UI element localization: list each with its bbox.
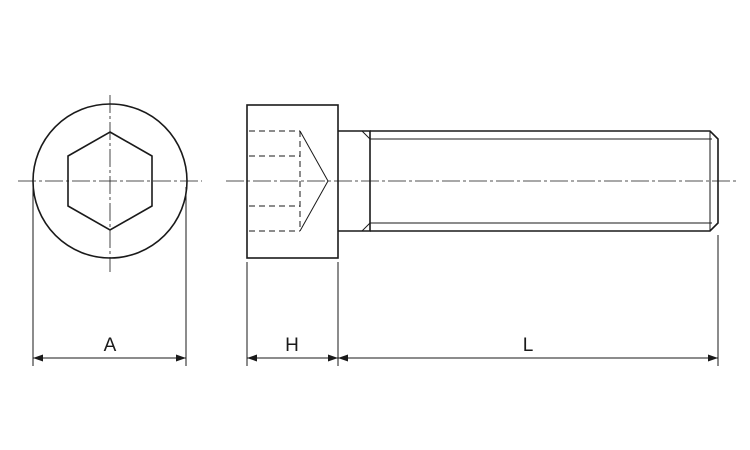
dimension-a-label: A [104,335,117,356]
dimension-l-label: L [523,335,534,356]
dimension-labels: A H L [104,335,534,356]
end-view [18,95,202,272]
head-side-outline [246,104,339,259]
dimension-lines [32,187,719,366]
dimension-h-label: H [285,335,299,356]
side-view [226,104,738,259]
